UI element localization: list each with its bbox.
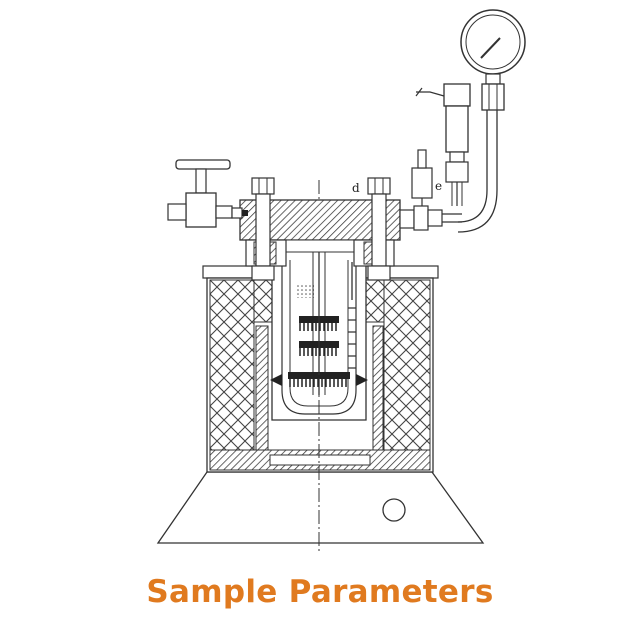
gauge-needle: [480, 37, 501, 59]
bolt-right: [367, 177, 391, 281]
heater-left: [255, 325, 269, 451]
cooling-coil: [348, 262, 356, 369]
heater-right: [372, 325, 384, 451]
insulation-right: [383, 279, 431, 451]
label-e: e: [435, 179, 442, 193]
pressure-gauge: [457, 9, 526, 233]
impeller-3: [288, 372, 350, 387]
bolt-left: [251, 177, 275, 281]
needle-valve: [167, 159, 248, 228]
outlet-fittings: [399, 149, 462, 231]
caption-title: Sample Parameters: [146, 574, 494, 610]
label-d: d: [352, 181, 360, 195]
insulation-left: [209, 279, 255, 451]
base-stand: [156, 471, 485, 544]
base-port-circle: [382, 498, 406, 522]
safety-valve: [415, 83, 471, 206]
